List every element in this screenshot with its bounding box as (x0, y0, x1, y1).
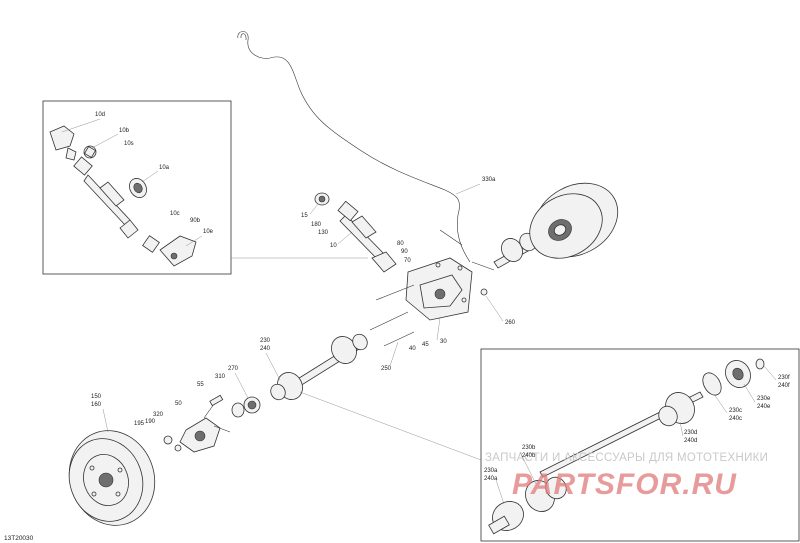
callouts-main: 330a 15 180 130 10 80 90 70 30 40 45 260… (91, 177, 516, 427)
callout-260: 260 (505, 320, 516, 326)
left-wheel-150[interactable] (56, 419, 168, 538)
callout-230a: 230a (484, 468, 498, 474)
bolts-260-250[interactable] (369, 229, 495, 347)
callout-10s: 10s (124, 141, 134, 147)
callout-160: 160 (91, 402, 102, 408)
callout-320: 320 (153, 412, 164, 418)
inset-driveshaft[interactable] (49, 125, 139, 239)
watermark-text: ЗАПЧАСТИ И АКСЕССУАРЫ ДЛЯ МОТОТЕХНИКИ (485, 452, 768, 464)
callout-240c: 240c (729, 416, 742, 422)
callout-80: 80 (397, 241, 404, 247)
driveshaft-10[interactable] (337, 200, 397, 273)
callout-240: 240 (260, 346, 271, 352)
callout-70: 70 (404, 258, 411, 264)
callout-190: 190 (145, 419, 156, 425)
callouts-inset-left: 10d 10b 10s 10a 10c 90b 10e (95, 112, 214, 235)
callouts-inset-right: 230f 240f 230e 240e 230c 240c 230d 240d … (484, 375, 790, 482)
callout-270: 270 (228, 366, 239, 372)
bearing-270[interactable] (231, 396, 261, 418)
callout-240d: 240d (684, 438, 697, 444)
inset-cross-10c[interactable] (142, 235, 160, 253)
callout-10: 10 (330, 243, 337, 249)
right-wheel[interactable] (518, 169, 631, 272)
callout-10e: 10e (203, 229, 214, 235)
callout-130: 130 (318, 230, 329, 236)
callout-250: 250 (381, 366, 392, 372)
diagram-code: 13T20030 (4, 535, 34, 542)
callout-15: 15 (301, 213, 308, 219)
callout-30: 30 (440, 339, 447, 345)
callout-90: 90 (401, 249, 408, 255)
callout-40: 40 (409, 346, 416, 352)
callout-10b: 10b (119, 128, 130, 134)
nut-190-195[interactable] (163, 435, 182, 452)
callout-330a: 330a (482, 177, 496, 183)
callout-240a: 240a (484, 476, 498, 482)
watermark-logo: PARTSFOR.RU (512, 468, 737, 501)
cable-330a[interactable] (237, 31, 471, 263)
leader-lines (61, 118, 777, 505)
callout-195: 195 (134, 421, 145, 427)
callout-230: 230 (260, 338, 271, 344)
hub-50[interactable] (179, 394, 231, 453)
inset-boot-10a[interactable] (126, 175, 150, 200)
callout-240f: 240f (778, 383, 790, 389)
inset-outer-joint-230a[interactable] (487, 496, 529, 536)
callout-230c: 230c (729, 408, 742, 414)
differential-housing-30[interactable] (405, 257, 473, 321)
left-cv-axle-230[interactable] (268, 332, 370, 405)
inset-boot-230d[interactable] (655, 387, 700, 429)
right-cv-axle[interactable] (493, 230, 545, 269)
seal-15[interactable] (314, 192, 330, 206)
callout-10c: 10c (170, 211, 180, 217)
callout-90b: 90b (190, 218, 201, 224)
inset-boot-230b[interactable] (520, 473, 570, 516)
inset-inner-joint-230e[interactable] (721, 356, 756, 392)
callout-240b: 240b (522, 453, 536, 459)
callout-230f: 230f (778, 375, 790, 381)
callout-230b: 230b (522, 445, 536, 451)
callout-150: 150 (91, 394, 102, 400)
callout-230d: 230d (684, 430, 697, 436)
inset-joint-10b[interactable] (83, 145, 97, 159)
callout-10d: 10d (95, 112, 105, 118)
callout-240e: 240e (757, 404, 771, 410)
callout-55: 55 (197, 382, 204, 388)
inset-clip-230f[interactable] (755, 358, 765, 370)
callout-10a: 10a (159, 165, 170, 171)
callout-230e: 230e (757, 396, 771, 402)
inset-yoke-10e[interactable] (159, 235, 197, 267)
callout-310: 310 (215, 374, 226, 380)
callout-50: 50 (175, 401, 182, 407)
callout-180: 180 (311, 222, 322, 228)
inset-ring-230c[interactable] (699, 370, 725, 399)
callout-45: 45 (422, 342, 429, 348)
